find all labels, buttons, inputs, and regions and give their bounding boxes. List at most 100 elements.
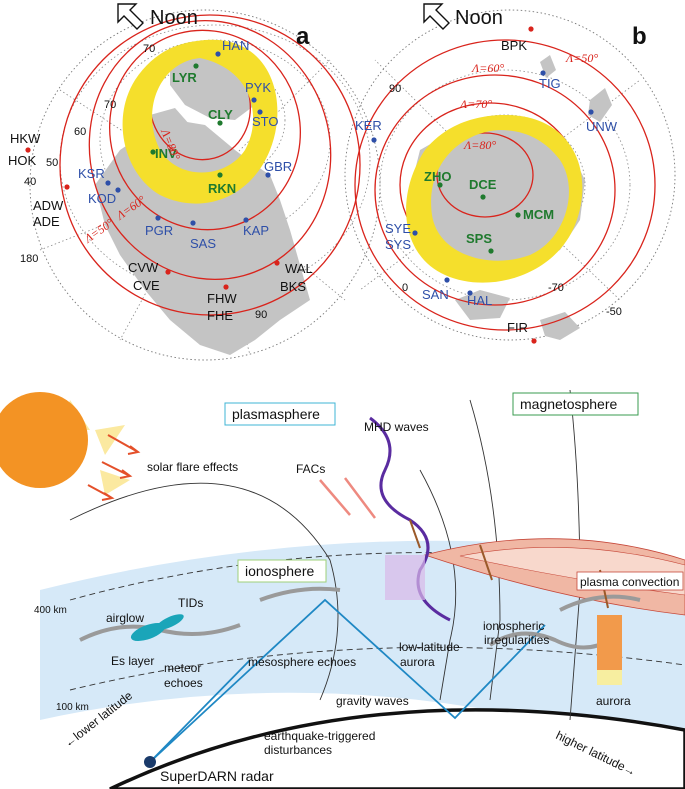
earthquake-label-1: earthquake-triggered [264,729,375,743]
station-fir: FIR [507,320,528,335]
contour-b-80: Λ=80° [463,138,496,152]
station-inv: INV [155,146,177,161]
arctic-islands [150,108,190,140]
station-mcm: MCM [523,207,554,222]
plasmasphere-box [224,402,336,426]
earth-surface [109,708,685,789]
meteor-echoes-label-1: meteor [164,661,201,675]
low-latitude-aurora-label-1: low-latitude [399,640,460,654]
aurora-label: aurora [596,694,631,708]
station-hok: HOK [8,153,37,168]
sun-icon [0,392,130,495]
altitude-100-label: 100 km [56,702,89,713]
solar-flare-label: solar flare effects [147,460,238,474]
panel-label-a: a [296,23,310,50]
ionospheric-irregularities-label-1: ionospheric [483,619,544,633]
altitude-line-100 [69,646,685,691]
station-sas: SAS [190,236,216,251]
grid-a-90: 90 [255,309,267,321]
station-san: SAN [422,287,449,302]
station-fhw: FHW [207,291,237,306]
station-wal: WAL [285,261,313,276]
altitude-line-400 [69,552,685,601]
southern-land-fragment-4 [540,312,580,340]
noon-label-a: Noon [150,7,198,29]
low-latitude-aurora-shape [385,555,425,600]
map-b-boundary [344,9,676,341]
mesosphere-echoes-label: mesosphere echoes [248,655,356,669]
mhd-waves-label: MHD waves [364,420,429,434]
map-b-station-dots [371,26,594,344]
es-layer-label: Es layer [111,654,154,668]
station-fhe: FHE [207,308,233,323]
station-cve: CVE [133,278,160,293]
station-rkn: RKN [208,181,236,196]
contour-b-70: Λ=70° [459,97,492,111]
station-zho: ZHO [424,169,451,184]
station-han: HAN [222,38,249,53]
fac-arrows-icon [319,477,376,519]
grid-b-minus70: -70 [548,282,564,294]
plasma-convection-label: plasma convection [580,575,679,589]
station-hal: HAL [467,293,492,308]
superdarn-radar-label: SuperDARN radar [160,768,274,784]
station-adw: ADW [33,198,64,213]
radar-beams [149,598,546,763]
station-kap: KAP [243,223,269,238]
meteor-echoes-label-2: echoes [164,676,203,690]
tids-label: TIDs [178,596,203,610]
station-ksr: KSR [78,166,105,181]
ionosphere-box [237,559,327,583]
earthquake-label-2: disturbances [264,743,332,757]
grid-a-60: 60 [74,126,86,138]
radar-icon [144,756,156,768]
station-tig: TIG [539,76,561,91]
map-a-station-dots [25,51,280,290]
grid-a-180: 180 [20,253,38,265]
noon-arrow-a-icon [117,3,144,30]
station-lyr: LYR [172,70,197,85]
contour-b-50: Λ=50° [565,51,598,65]
gravity-waves-label: gravity waves [336,694,409,708]
grid-b-90: 90 [389,83,401,95]
station-bpk: BPK [501,38,527,53]
aurora-base-shape [597,670,622,685]
panel-label-b: b [632,23,647,50]
antarctica-land [410,120,585,272]
grid-a-40: 40 [24,176,36,188]
grid-a-70-top: 70 [143,43,155,55]
ionosphere-band [40,540,685,760]
station-pyk: PYK [245,80,271,95]
grid-a-50: 50 [46,157,58,169]
station-pgr: PGR [145,223,173,238]
station-sye: SYE [385,221,411,236]
magnetosphere-label: magnetosphere [520,396,618,412]
map-b: BPK TIG UNW KER ZHO DCE MCM SPS SYE SYS … [344,3,676,344]
grid-b-0: 0 [402,282,408,294]
facs-label: FACs [296,462,325,476]
grid-a-70: 70 [104,99,116,111]
noon-label-b: Noon [455,7,503,29]
station-dce: DCE [469,177,497,192]
station-ker: KER [355,118,382,133]
map-a-auroral-oval [122,39,278,204]
grid-b-minus50: -50 [606,306,622,318]
airglow-shape-2 [156,614,184,630]
station-ade: ADE [33,214,60,229]
plasma-convection-box [576,571,684,591]
station-unw: UNW [586,119,618,134]
magnetosphere-box [512,392,639,416]
solar-flare-arrows-icon [87,434,141,501]
station-hkw: HKW [10,131,41,146]
station-sps: SPS [466,231,492,246]
ionosphere-label: ionosphere [245,563,314,579]
contour-b-60: Λ=60° [471,61,504,75]
station-sto: STO [252,114,279,129]
station-sys: SYS [385,237,411,252]
station-cly: CLY [208,107,233,122]
map-a: HAN LYR PYK CLY STO INV RKN GBR KSR KOD … [8,3,381,361]
ionosphere-diagram: plasmasphere magnetosphere ionosphere pl… [0,389,685,789]
station-kod: KOD [88,191,116,206]
station-cvw: CVW [128,260,159,275]
